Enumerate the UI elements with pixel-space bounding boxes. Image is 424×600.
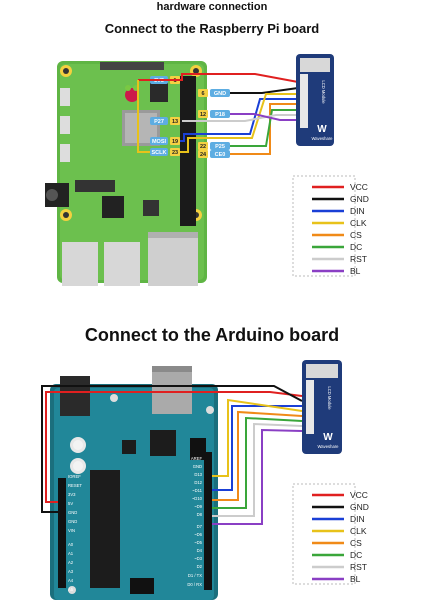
legend-top: VCC GND DIN CLK CS DC RST BL	[292, 175, 369, 277]
arduino-pin-label: A5	[68, 587, 74, 592]
arduino-pin-label: D8	[197, 512, 203, 517]
arduino-pin-label: D13	[194, 472, 202, 477]
rpi-pin-number: 19	[172, 139, 178, 145]
rpi-pin-label: P27	[154, 119, 164, 125]
legend-bottom: VCC GND DIN CLK CS DC RST BL	[292, 483, 369, 585]
arduino-pin-label: AREF	[191, 456, 203, 461]
arduino-pin-label: ~D3	[194, 556, 202, 561]
legend-label-cs: CS	[350, 538, 362, 548]
brand-label: Waveshare	[317, 444, 339, 449]
lcd-module-top: LCD Module W Waveshare	[296, 54, 334, 146]
arduino-wires	[41, 385, 303, 525]
legend-label-rst: RST	[350, 562, 367, 572]
arduino-pin-label: ~D5	[194, 540, 202, 545]
arduino-pin-label: ~D11	[192, 488, 202, 493]
arduino-pin-label: 5V	[68, 501, 73, 506]
rpi-wires	[137, 73, 299, 155]
brand-label: Waveshare	[311, 136, 333, 141]
legend-label-vcc: VCC	[350, 182, 368, 192]
arduino-pin-label: ~D9	[194, 504, 202, 509]
page-title-top: hardware connection	[156, 1, 268, 13]
arduino-pin-label: A4	[68, 578, 74, 583]
rpi-pin-label: CE0	[215, 152, 226, 158]
arduino-pin-label: D1 / TX	[188, 573, 202, 578]
svg-text:W: W	[317, 124, 327, 135]
rpi-pin-label: GND	[214, 91, 226, 97]
module-label: LCD Module	[327, 386, 332, 410]
legend-label-bl: BL	[350, 574, 361, 584]
svg-text:W: W	[323, 432, 333, 443]
legend-label-rst: RST	[350, 254, 367, 264]
arduino-pin-label: VIN	[68, 528, 75, 533]
arduino-pin-label: RESET	[68, 483, 82, 488]
rpi-pin-label: SCLK	[152, 150, 167, 156]
arduino-pin-label: D12	[194, 480, 202, 485]
arduino-pin-label: A3	[68, 569, 74, 574]
legend-label-cs: CS	[350, 230, 362, 240]
arduino-pin-label: D7	[197, 524, 203, 529]
arduino-board	[50, 366, 218, 600]
arduino-pin-label: A2	[68, 560, 74, 565]
legend-label-dc: DC	[350, 550, 362, 560]
arduino-pin-label: D4	[197, 548, 203, 553]
legend-label-clk: CLK	[350, 526, 367, 536]
raspberry-pi-board	[45, 61, 207, 286]
rpi-gpio-labels: 3V3 1 6 GND 12 P18 P27 13 MOSI 19 SCLK 2…	[150, 76, 230, 158]
arduino-left-pin-labels: IOREF RESET 3V3 5V GND GND VIN A0 A1 A2 …	[68, 474, 82, 592]
rpi-pin-label: P18	[215, 112, 225, 118]
arduino-pin-label: A0	[68, 542, 74, 547]
legend-label-bl: BL	[350, 266, 361, 276]
section-title-arduino: Connect to the Arduino board	[84, 325, 340, 345]
rpi-pin-number: 23	[172, 150, 178, 156]
rpi-pin-number: 22	[200, 144, 206, 150]
lcd-module-bottom: LCD Module W Waveshare	[302, 360, 342, 454]
legend-label-gnd: GND	[350, 502, 369, 512]
legend-label-din: DIN	[350, 206, 365, 216]
arduino-pin-label: A1	[68, 551, 74, 556]
rpi-pin-label: P25	[215, 144, 225, 150]
arduino-pin-label: ~D10	[192, 496, 203, 501]
arduino-pin-label: GND	[68, 510, 77, 515]
arduino-right-pin-labels: AREF GND D13 D12 ~D11 ~D10 ~D9 D8 D7 ~D6…	[187, 456, 202, 587]
legend-label-gnd: GND	[350, 194, 369, 204]
rpi-pin-number: 12	[200, 112, 206, 118]
rpi-pin-number: 6	[201, 91, 204, 97]
legend-label-dc: DC	[350, 242, 362, 252]
rpi-pin-number: 13	[172, 119, 178, 125]
arduino-pin-label: 3V3	[68, 492, 76, 497]
arduino-pin-label: ~D6	[194, 532, 202, 537]
rpi-pin-number: 24	[200, 152, 207, 158]
arduino-pin-label: D0 / RX	[187, 582, 202, 587]
arduino-pin-label: GND	[193, 464, 202, 469]
section-title-rpi: Connect to the Raspberry Pi board	[104, 21, 320, 36]
rpi-pin-label: MOSI	[152, 139, 167, 145]
legend-label-clk: CLK	[350, 218, 367, 228]
legend-label-vcc: VCC	[350, 490, 368, 500]
legend-label-din: DIN	[350, 514, 365, 524]
arduino-pin-label: GND	[68, 519, 77, 524]
arduino-pin-label: IOREF	[68, 474, 81, 479]
module-label: LCD Module	[321, 80, 326, 104]
arduino-pin-label: D2	[197, 564, 203, 569]
